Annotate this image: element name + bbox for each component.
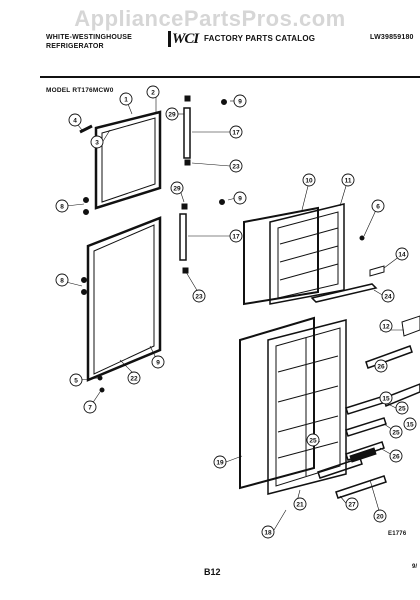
callout-circle [379,319,393,333]
callout-circle [233,94,247,108]
figure-id: E1776 [388,531,407,537]
callout-circle [373,509,387,523]
callout-circle [306,433,320,447]
callout-number: 4 [73,117,77,124]
catalog-title: FACTORY PARTS CATALOG [204,34,316,43]
callout-circle [389,449,403,463]
callout-number: 21 [296,501,304,508]
callout-number: 26 [392,453,400,460]
page-number: B12 [204,567,221,577]
callout-circle [68,113,82,127]
callout-circle [395,247,409,261]
callout-number: 5 [74,377,78,384]
callout-circle [229,125,243,139]
callout-number: 2 [151,89,155,96]
callout-number: 8 [60,277,64,284]
callout-circle [389,425,403,439]
callout-circle [374,359,388,373]
corner-mark: 9/ [412,564,418,570]
callout-circle [119,92,133,106]
callout-circle [127,371,141,385]
callout-circle [395,401,409,415]
brand-line-2: REFRIGERATOR [46,43,104,50]
model-number: MODEL RT176MCW0 [46,87,114,94]
callout-circle [371,199,385,213]
wci-logo-mark [168,31,171,47]
callout-number: 22 [130,375,138,382]
callout-number: 17 [232,233,240,240]
callout-number: 1 [124,96,128,103]
callout-circle [261,525,275,539]
callout-circle [302,173,316,187]
catalog-number: LW39859180 [370,34,414,41]
callout-circle [151,355,165,369]
callout-number: 9 [238,195,242,202]
callout-circle [146,85,160,99]
callout-number: 27 [348,501,356,508]
callout-number: 25 [398,405,406,412]
callout-number: 29 [168,111,176,118]
fresh-food-door-gasket [86,216,162,382]
callout-circle [90,135,104,149]
callout-circle [192,289,206,303]
freezer-door-assembly [243,203,385,306]
hinge-handles [179,95,191,274]
callout-number: 11 [345,177,352,184]
callout-number: 17 [232,129,240,136]
callout-number: 23 [232,163,240,170]
callout-number: 25 [392,429,400,436]
callout-number: 23 [195,293,203,300]
callout-number: 7 [88,404,92,411]
callout-circle [293,497,307,511]
callout-circle [345,497,359,511]
callout-circle [229,159,243,173]
fresh-food-door-assembly [239,316,347,495]
callout-circle [379,391,393,405]
callout-circle [233,191,247,205]
callout-circle [83,400,97,414]
callout-number: 18 [264,529,272,536]
callout-number: 25 [309,437,317,444]
callout-number: 15 [382,395,390,402]
callout-number: 9 [238,98,242,105]
callout-circle [69,373,83,387]
callout-circle [55,273,69,287]
callout-number: 8 [60,203,64,210]
callout-circle [165,107,179,121]
callout-number: 24 [384,293,392,300]
callout-circle [229,229,243,243]
callout-number: 29 [173,185,181,192]
callout-number: 12 [382,323,390,330]
callout-number: 3 [95,139,99,146]
callout-circle [381,289,395,303]
callout-number: 26 [377,363,385,370]
brand-line-1: WHITE-WESTINGHOUSE [46,34,133,41]
callout-number: 6 [376,203,380,210]
watermark: AppliancePartsPros.com [74,6,346,31]
wci-logo: WCI [172,31,199,47]
callout-circle [55,199,69,213]
callout-number: 20 [376,513,384,520]
callout-circle [170,181,184,195]
leader-lines [65,96,404,531]
callout-circle [341,173,355,187]
callout-number: 19 [216,459,224,466]
header-rule [40,76,420,78]
part-4 [79,124,93,134]
callout-circle [403,417,417,431]
screw-group [81,99,365,393]
callout-number: 10 [305,177,313,184]
callout-number: 9 [156,359,160,366]
callout-number: 14 [398,251,406,258]
freezer-door-gasket [94,110,162,210]
callout-circle [213,455,227,469]
callout-number: 15 [406,421,414,428]
